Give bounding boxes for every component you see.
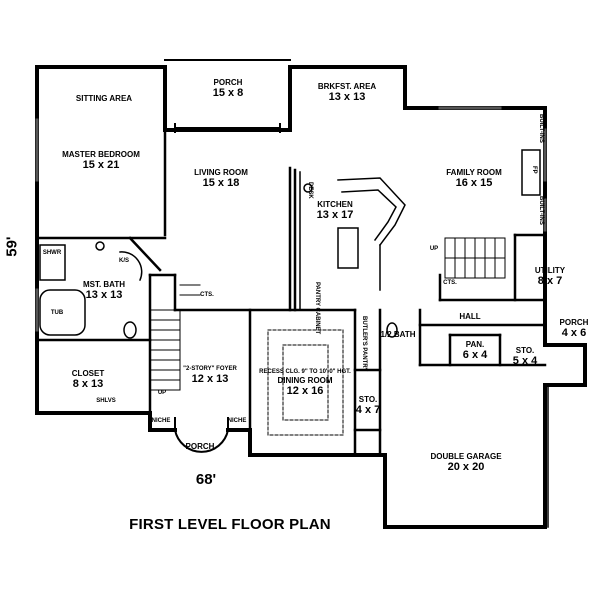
dining-table bbox=[267, 329, 344, 436]
up-stair-note: UP bbox=[157, 390, 167, 396]
porch-top-outline bbox=[164, 59, 291, 133]
niche-right-note: NICHE bbox=[227, 418, 247, 424]
bath-fixtures bbox=[39, 241, 398, 339]
foyer-stair bbox=[149, 284, 201, 391]
up-family-note: UP bbox=[429, 246, 439, 252]
sitting-area-label: SITTING AREA bbox=[75, 94, 133, 103]
cts-left-note: CTS. bbox=[200, 292, 214, 298]
fireplace bbox=[521, 149, 541, 196]
shlvs-note: SHLVS bbox=[96, 398, 116, 404]
tub-note: TUB bbox=[50, 310, 64, 316]
built-ins-top-note: BUILT-INS bbox=[538, 114, 544, 143]
fp-note: FP bbox=[531, 166, 537, 174]
depth-dimension: 59' bbox=[3, 236, 21, 257]
windows bbox=[35, 106, 547, 332]
desk-note: DESK bbox=[307, 182, 313, 199]
garage-doors bbox=[384, 384, 549, 528]
ks-note: K/S bbox=[118, 258, 130, 264]
recess-note: RECESS CLG. 9" TO 10'-0" HGT. bbox=[259, 369, 351, 375]
pan-label: PAN.6 x 4 bbox=[462, 340, 488, 362]
family-stair bbox=[444, 237, 506, 279]
sto-small-label: STO.5 x 4 bbox=[512, 346, 538, 368]
dining-room-label: RECESS CLG. 9" TO 10'-0" HGT. DINING ROO… bbox=[259, 369, 351, 398]
plan-title: FIRST LEVEL FLOOR PLAN bbox=[129, 516, 331, 533]
niche-left-note: NICHE bbox=[151, 418, 171, 424]
butlers-pantry-note: BUTLER'S PANTRY bbox=[361, 316, 367, 372]
interior-walls bbox=[35, 106, 547, 457]
half-bath-label: 1/2 BATH bbox=[380, 330, 416, 339]
hall-label: HALL bbox=[459, 312, 481, 321]
width-dimension: 68' bbox=[195, 471, 217, 488]
sto-garage-label: STO.4 x 7 bbox=[355, 395, 381, 417]
cts-right-note: CTS. bbox=[443, 280, 457, 286]
pantry-cabinet-note: PANTRY CABINET bbox=[314, 282, 320, 335]
built-ins-bottom-note: BUILT-INS bbox=[538, 196, 544, 225]
shwr-note: SHWR bbox=[42, 250, 62, 256]
porch-front-label: PORCH bbox=[185, 442, 215, 451]
porch-front bbox=[173, 417, 230, 453]
kitchen-counters bbox=[299, 171, 406, 311]
